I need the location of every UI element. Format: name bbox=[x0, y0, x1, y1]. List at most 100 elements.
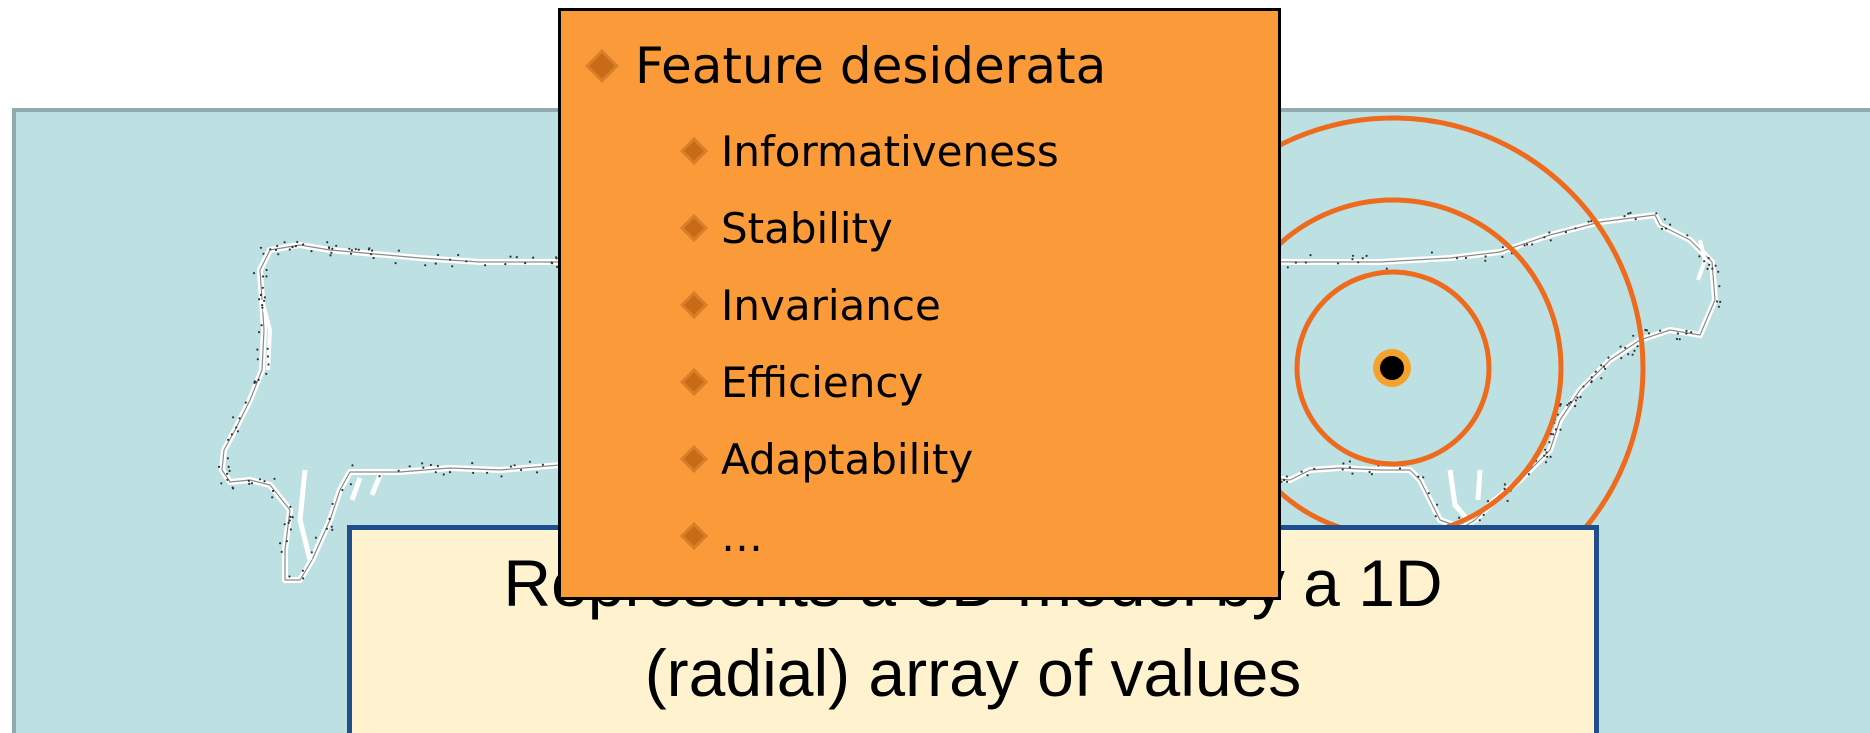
sample-point bbox=[331, 247, 334, 250]
sample-point bbox=[1348, 460, 1351, 463]
sample-point bbox=[1427, 492, 1430, 495]
sample-point bbox=[1629, 211, 1632, 214]
sample-point bbox=[226, 457, 229, 460]
sample-point bbox=[484, 264, 487, 267]
sample-point bbox=[524, 262, 527, 265]
sample-point bbox=[310, 250, 313, 253]
sample-point bbox=[424, 264, 427, 267]
sample-point bbox=[442, 473, 445, 476]
sample-point bbox=[259, 293, 262, 296]
sample-point bbox=[1706, 267, 1709, 270]
sample-point bbox=[291, 246, 294, 249]
sample-point bbox=[513, 464, 516, 467]
list-item: Stability bbox=[684, 198, 893, 258]
sample-point bbox=[532, 256, 535, 259]
sample-point bbox=[260, 324, 263, 327]
sample-point bbox=[1620, 357, 1623, 360]
sample-point bbox=[348, 247, 351, 250]
sample-point bbox=[535, 471, 539, 474]
sample-point bbox=[1398, 467, 1402, 470]
sample-point bbox=[1634, 218, 1637, 221]
sample-point bbox=[556, 265, 559, 268]
sample-point bbox=[1594, 370, 1597, 373]
list-item-label: Efficiency bbox=[721, 357, 924, 407]
sample-point bbox=[1285, 475, 1288, 478]
sample-point bbox=[500, 475, 503, 478]
sample-point bbox=[1715, 300, 1719, 303]
sample-point bbox=[1669, 223, 1672, 226]
sample-point bbox=[1569, 400, 1572, 404]
sample-point bbox=[1645, 329, 1648, 332]
sample-point bbox=[261, 306, 264, 309]
sample-point bbox=[1566, 404, 1569, 407]
sample-point bbox=[1526, 243, 1529, 246]
cow-outline bbox=[219, 212, 1718, 583]
sample-point bbox=[254, 381, 257, 384]
sample-point bbox=[218, 465, 221, 468]
sample-point bbox=[1549, 239, 1552, 242]
heading-row: Feature desiderata bbox=[589, 31, 1107, 101]
sample-point bbox=[434, 471, 437, 474]
sample-point bbox=[1304, 261, 1307, 264]
sample-point bbox=[257, 378, 260, 381]
sample-point bbox=[247, 479, 250, 482]
sample-point bbox=[1559, 403, 1562, 406]
sample-point bbox=[341, 488, 344, 492]
sample-point bbox=[367, 248, 370, 251]
sample-point bbox=[1568, 402, 1571, 405]
sample-point bbox=[465, 260, 468, 263]
sample-point bbox=[1552, 433, 1555, 436]
sample-point bbox=[1523, 244, 1526, 247]
list-item-label: … bbox=[721, 511, 763, 561]
sample-point bbox=[1698, 255, 1701, 258]
sample-point bbox=[1417, 475, 1420, 478]
sample-point bbox=[296, 240, 299, 244]
sample-point bbox=[1685, 332, 1688, 335]
sample-point bbox=[397, 249, 400, 252]
sample-point bbox=[267, 363, 270, 366]
sample-point bbox=[351, 464, 354, 467]
sample-point bbox=[1655, 212, 1658, 215]
list-item: Efficiency bbox=[684, 352, 924, 412]
sample-point bbox=[1676, 332, 1679, 335]
sample-point bbox=[1556, 413, 1559, 416]
sample-point bbox=[1282, 479, 1286, 482]
sample-point bbox=[244, 401, 247, 404]
diamond-bullet-icon bbox=[684, 526, 704, 546]
sample-point bbox=[457, 253, 460, 257]
sample-point bbox=[1623, 215, 1626, 218]
list-item: … bbox=[684, 506, 763, 566]
sample-point bbox=[1714, 264, 1717, 267]
sample-point bbox=[1564, 231, 1567, 234]
sample-point bbox=[509, 255, 512, 258]
sample-point bbox=[1458, 516, 1461, 519]
sample-point bbox=[408, 465, 411, 468]
sample-point bbox=[227, 465, 230, 468]
sample-point bbox=[261, 286, 264, 289]
sample-point bbox=[541, 463, 545, 466]
heading-text: Feature desiderata bbox=[635, 37, 1107, 95]
sample-point bbox=[436, 253, 440, 257]
sample-point bbox=[421, 462, 424, 465]
sample-point bbox=[331, 528, 334, 532]
sample-point bbox=[1624, 346, 1627, 349]
sample-point bbox=[1313, 467, 1316, 470]
sample-point bbox=[228, 469, 231, 472]
sample-point bbox=[472, 471, 475, 474]
sample-point bbox=[289, 505, 292, 508]
center-dot-icon bbox=[1373, 349, 1411, 387]
sample-point bbox=[1590, 381, 1593, 384]
sample-point bbox=[1664, 227, 1667, 230]
sample-point bbox=[1549, 455, 1552, 458]
sample-point bbox=[1576, 396, 1579, 399]
feature-desiderata-box: Feature desiderata Informativeness Stabi… bbox=[558, 8, 1281, 600]
sample-point bbox=[1309, 254, 1312, 257]
sample-point bbox=[1545, 451, 1548, 454]
sample-point bbox=[1604, 367, 1607, 370]
sample-point bbox=[261, 304, 264, 307]
sample-point bbox=[326, 241, 329, 244]
sample-point bbox=[276, 244, 279, 248]
sample-point bbox=[1600, 364, 1603, 367]
sample-point bbox=[520, 468, 523, 472]
sample-point bbox=[252, 272, 256, 275]
